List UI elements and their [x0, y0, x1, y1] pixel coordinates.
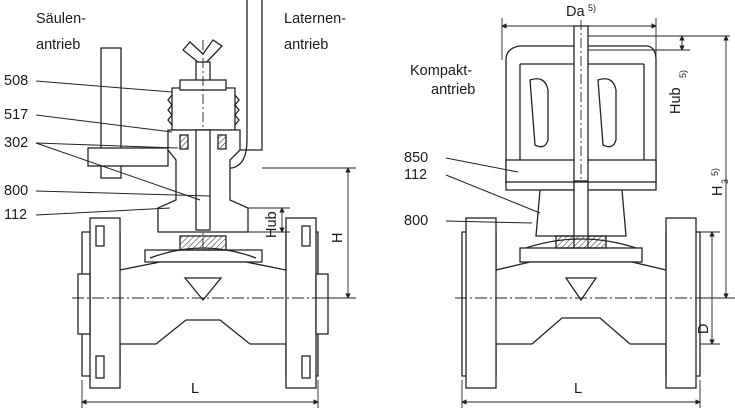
actuator-spindle: [573, 25, 589, 182]
part-label-517: 517: [4, 107, 29, 123]
valve-body: [81, 231, 319, 377]
flange-left: [89, 217, 121, 389]
right-stroke-dimension: Hub: [668, 87, 684, 114]
actuator-bellows: [171, 87, 236, 131]
diameter-footnote-ref: 5): [588, 3, 597, 13]
left-dimensions: [81, 167, 356, 408]
weir: [183, 277, 223, 302]
part-label-302: 302: [4, 135, 29, 151]
compact-flange-left: [465, 217, 497, 389]
right-length-dimension: L: [574, 381, 583, 397]
left-length-dimension: L: [191, 381, 200, 397]
right-leader-lines: [445, 157, 541, 224]
right-height-dimension: H: [710, 185, 726, 196]
stroke-footnote-ref: 5): [678, 69, 688, 78]
drive-lantern-label-line1: Laternen-: [284, 11, 347, 27]
left-height-dimension: H: [330, 232, 346, 243]
drive-compact-label-line1: Kompakt-: [410, 63, 473, 79]
part-label-508: 508: [4, 73, 29, 89]
column-drive-bracket: [87, 147, 169, 167]
drive-lantern-label-line2: antrieb: [284, 37, 329, 53]
left-leader-lines: [35, 80, 211, 216]
height-subscript: 3: [720, 178, 730, 184]
drive-compact-label-line2: antrieb: [431, 82, 476, 98]
compact-flange-right: [665, 217, 697, 389]
left-stroke-dimension: Hub: [264, 211, 280, 238]
height-footnote-ref: 5): [710, 167, 720, 176]
drive-column-label-line2: antrieb: [36, 37, 81, 53]
part-label-112: 112: [4, 207, 28, 223]
drive-column-label-line1: Säulen-: [36, 11, 86, 27]
diaphragm-seat: [144, 249, 263, 263]
part-label-800-right: 800: [404, 213, 429, 229]
compact-weir: [564, 277, 598, 302]
right-dimensions: [461, 18, 735, 408]
part-label-800: 800: [4, 183, 29, 199]
right-diameter-dimension: Da: [566, 4, 585, 20]
part-label-850: 850: [404, 150, 429, 166]
right-bore-dimension: D: [696, 323, 712, 334]
flange-right: [285, 217, 317, 389]
right-valve-view: [455, 20, 712, 389]
left-valve-view: [72, 0, 335, 389]
part-label-112-right: 112: [404, 167, 428, 183]
